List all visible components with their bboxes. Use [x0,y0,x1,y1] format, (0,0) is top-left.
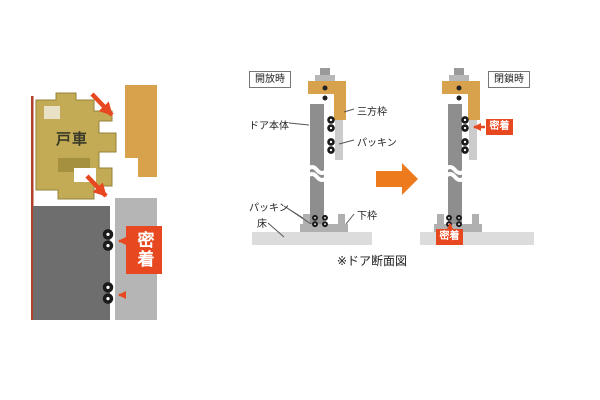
label-three-way-frame: 三方枠 [357,107,387,118]
bottom-frame-leg [472,214,479,225]
leader-three-way-frame [343,108,355,113]
packing-seal-top [327,116,335,132]
leader-floor [267,222,285,238]
motion-arrow-top [90,92,114,117]
closed-state-diagram [420,68,534,245]
break-line [305,172,329,182]
transition-arrow [376,163,418,195]
leader-packing-top [338,139,355,145]
leader-door-body [288,122,310,126]
open-state-title: 開放時 [249,71,291,88]
open-state-diagram [252,68,372,245]
roller-dot [322,95,328,101]
contact-badge-closed-bottom: 密着 [436,229,463,245]
closed-state-title: 閉鎖時 [488,71,530,88]
floor-slab-open [252,232,372,245]
three-way-frame-leg [334,94,346,120]
bottom-frame-leg [338,214,345,225]
break-line [443,172,467,182]
frame-rebate-notch [125,158,138,177]
hanger-part [454,68,464,76]
label-packing-bottom: パッキン [249,203,289,214]
left-detail-diagram [31,85,157,320]
packing-seal-mid [327,138,335,154]
frame-strip [469,120,477,160]
label-bottom-frame: 下枠 [357,211,377,222]
door-edge-line [31,96,34,320]
packing-seal-top [461,116,469,132]
leader-bottom-frame [345,213,355,225]
label-packing-top: パッキン [357,138,397,149]
three-way-frame-leg [468,94,480,120]
break-line [305,165,329,175]
mechanism-cutout [44,106,60,119]
hanger-rail [449,75,469,81]
hanger-rail [315,75,335,81]
roller-dot [456,95,462,101]
leader-packing-bottom [283,205,312,225]
frame-strip [335,120,343,160]
bottom-frame-leg [437,214,444,225]
contact-badge-closed-top: 密着 [486,119,513,135]
label-floor: 床 [257,219,267,230]
break-line [443,165,467,175]
roller-label: 戸車 [56,130,89,148]
bottom-frame-channel [300,224,348,232]
door-panel-detail [33,206,110,320]
contact-badge-large: 密着 [126,226,162,274]
roller-dot [322,85,328,91]
hanger-part [320,68,330,76]
figure-caption: ※ドア断面図 [337,254,408,268]
bottom-frame-channel [434,224,482,232]
packing-seal-mid [461,138,469,154]
motion-arrow-middle [85,174,108,198]
bottom-frame-leg [303,214,310,225]
roller-dot [456,85,462,91]
label-door-body: ドア本体 [249,121,289,132]
